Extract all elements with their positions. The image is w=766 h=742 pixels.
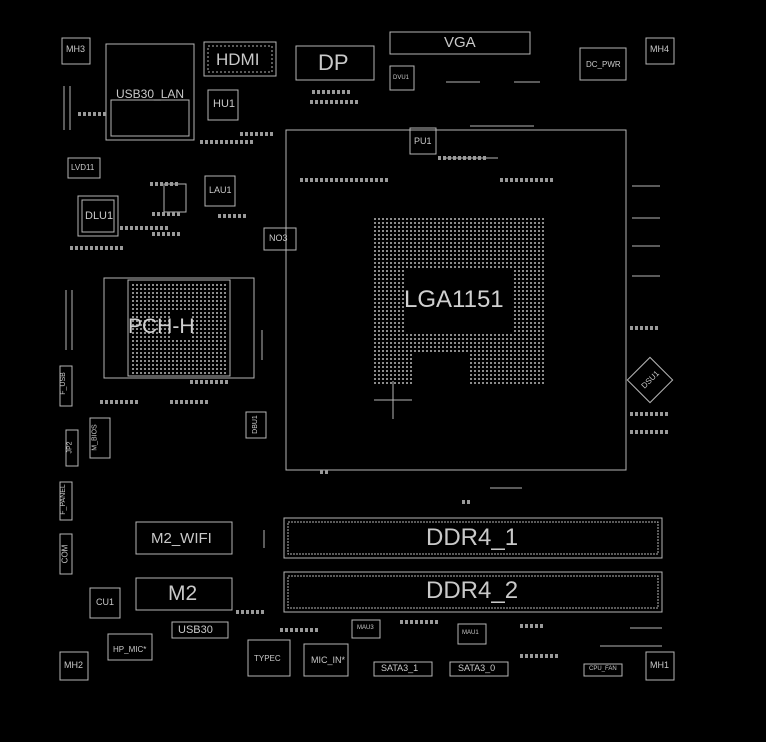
usb30-front-header [171, 621, 229, 639]
typec-header [247, 639, 291, 677]
label-mau3: MAU3 [357, 625, 374, 631]
cu1-chip [89, 587, 121, 619]
label-mau1: MAU1 [462, 630, 479, 636]
mounting-hole-mh1 [645, 651, 675, 681]
label-usb30: USB30 [178, 624, 213, 636]
cpu-socket-outline [285, 129, 627, 471]
mounting-hole-mh2 [59, 651, 89, 681]
label-cpu-fan: CPU_FAN [589, 666, 617, 672]
mounting-hole-mh4 [645, 37, 675, 65]
label-lau1: LAU1 [209, 185, 232, 195]
hp-mic-header [107, 633, 153, 661]
m2-slot [135, 577, 233, 611]
label-mh3: MH3 [66, 44, 86, 54]
m2-wifi-slot [135, 521, 233, 555]
label-dvu1: DVU1 [393, 75, 410, 81]
ddr4-1-slot [283, 517, 663, 559]
lvd11-chip [67, 157, 101, 179]
lau1-chip [204, 175, 236, 207]
label-ddr4-1: DDR4_1 [426, 524, 519, 551]
ddr4-2-slot [283, 571, 663, 613]
hu1-chip [207, 89, 239, 121]
sata3-0-connector [449, 661, 509, 677]
label-f-usb: F_USB [59, 372, 67, 395]
cpu-fan-header [583, 663, 623, 677]
label-typec: TYPEC [254, 654, 281, 663]
label-hp-mic: HP_MIC* [113, 645, 147, 654]
label-dlu1: DLU1 [85, 210, 114, 222]
label-vga: VGA [444, 34, 476, 51]
pu2-chip [409, 127, 437, 155]
dc-power-connector [579, 47, 627, 81]
label-lvd11: LVD11 [71, 163, 95, 172]
pch-chip-outline [103, 277, 255, 379]
dp-connector [295, 45, 375, 81]
label-dc-pwr: DC_PWR [586, 60, 621, 69]
label-f-panel: F_PANEL [59, 484, 67, 515]
jp2-header [65, 429, 79, 467]
label-sata3-1: SATA3_1 [381, 663, 419, 673]
f-panel-header [59, 481, 73, 521]
lvdu1-chip [163, 183, 187, 213]
no3-chip [263, 227, 297, 251]
dsu1-chip [626, 356, 674, 404]
label-com: COM [60, 544, 70, 564]
mounting-hole-mh3 [61, 37, 91, 65]
mau3-chip [351, 619, 381, 639]
label-dp: DP [318, 50, 349, 75]
dlu1-chip [77, 195, 119, 237]
label-no3: NO3 [269, 233, 288, 243]
label-m2: M2 [168, 582, 198, 605]
label-lga1151: LGA1151 [404, 286, 504, 313]
sata3-1-connector [373, 661, 433, 677]
usb30-lan-connector [105, 43, 195, 141]
mic-in-header [303, 643, 349, 677]
dbu1-chip [245, 411, 267, 439]
label-m2-wifi: M2_WIFI [151, 530, 212, 547]
label-mic-in: MIC_IN* [311, 655, 346, 665]
label-cu1: CU1 [96, 597, 115, 607]
label-mh2: MH2 [64, 660, 84, 670]
dvu1-chip [389, 65, 415, 91]
label-mh4: MH4 [650, 44, 670, 54]
com-header [59, 533, 73, 575]
m-bios-chip [89, 417, 111, 459]
label-hu1: HU1 [213, 98, 236, 110]
hdmi-connector [203, 41, 277, 77]
label-m-bios: M_BIOS [91, 424, 99, 451]
vga-connector [389, 31, 531, 55]
label-pu1: PU1 [414, 136, 432, 146]
label-dbu1: DBU1 [251, 415, 259, 434]
label-ddr4-2: DDR4_2 [426, 577, 519, 604]
f-usb-header [59, 365, 73, 407]
label-usb30-lan: USB30_LAN [116, 87, 185, 101]
label-jp2: JP2 [66, 441, 74, 454]
label-hdmi: HDMI [216, 50, 260, 69]
label-mh1: MH1 [650, 660, 670, 670]
label-sata3-0: SATA3_0 [458, 663, 496, 673]
mau1-chip [457, 623, 487, 645]
label-pch-h: PCH-H [128, 315, 195, 338]
